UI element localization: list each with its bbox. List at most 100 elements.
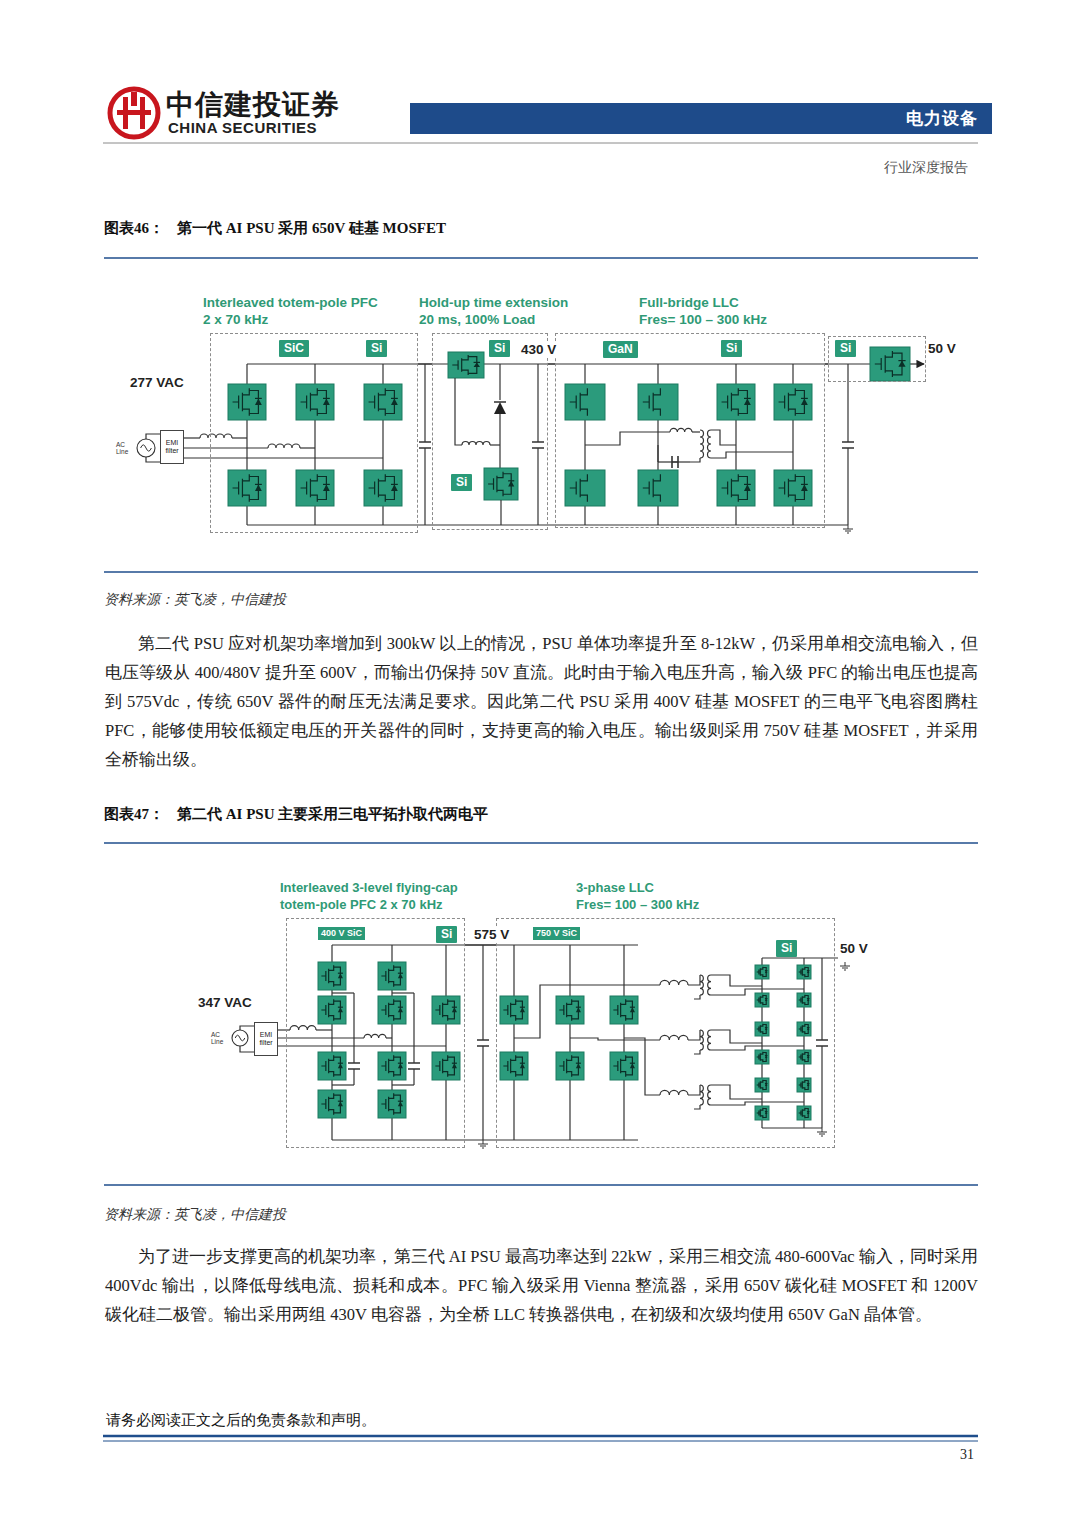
transistor-body (318, 962, 346, 990)
transistor-mark (799, 1080, 809, 1091)
transistor-body (797, 965, 811, 979)
wire (413, 993, 414, 1063)
wire (513, 1080, 514, 1140)
transistor-symbol (378, 996, 406, 1024)
transistor-mark (381, 999, 400, 1020)
transistor-symbol (556, 996, 584, 1024)
bus-connector (465, 944, 496, 945)
wire (391, 945, 392, 962)
stage-heading: Interleaved 3-level flying-captotem-pole… (280, 880, 458, 914)
transistor-symbol (565, 470, 605, 506)
stage-heading: Interleaved totem-pole PFC2 x 70 kHz (203, 294, 378, 329)
capacitor-symbol (348, 1063, 360, 1069)
transistor-symbol (755, 993, 769, 1007)
wire (500, 500, 501, 525)
wire (694, 1105, 700, 1109)
wire (623, 945, 624, 996)
transistor-body (228, 384, 266, 420)
inductor-symbol (364, 1034, 386, 1038)
transistor-symbol (797, 1022, 811, 1036)
node-text: Si (456, 475, 467, 490)
ground-symbol (817, 1128, 827, 1136)
transistor-body (318, 1052, 346, 1080)
wire (690, 458, 700, 462)
inductor-symbol (660, 1035, 688, 1040)
transistor-mark (613, 1055, 632, 1076)
source-label: AC Line (211, 1031, 229, 1045)
filter-box: EMI filter (160, 430, 184, 464)
capacitor-symbol (842, 442, 854, 448)
wire (584, 506, 585, 525)
capacitor-symbol (816, 1040, 828, 1046)
wire (382, 364, 383, 384)
transistor-symbol (797, 965, 811, 979)
transistor-mark (779, 474, 805, 501)
transformer-coil (700, 975, 703, 995)
wire (761, 958, 762, 1128)
transistor-body (318, 1090, 346, 1118)
inductor-symbol (268, 444, 300, 448)
wire (513, 945, 514, 996)
node-text: EMI filter (256, 1031, 276, 1046)
transistor-symbol (378, 962, 406, 990)
wire (657, 506, 658, 525)
stage-box: Hold-up time extension20 ms, 100% LoadSi… (432, 333, 548, 530)
transistor-mark (799, 1052, 809, 1063)
wire (246, 506, 247, 525)
wire (232, 437, 247, 438)
sine-mark (235, 1035, 245, 1041)
transistor-symbol (755, 965, 769, 979)
transformer-coil (700, 1030, 703, 1050)
transistor-symbol (378, 1052, 406, 1080)
wire (445, 1080, 446, 1140)
transistor-mark (321, 999, 340, 1020)
transistor-mark (452, 355, 476, 375)
transistor-body (378, 962, 406, 990)
wire (240, 1046, 254, 1052)
stage-heading: 3-phase LLCFres= 100 – 300 kHz (576, 880, 699, 914)
wire (353, 1069, 354, 1085)
transistor-body (797, 1050, 811, 1064)
figure-number: 图表47： (104, 805, 164, 824)
rule-line (104, 257, 978, 259)
wire (247, 363, 870, 364)
wire (570, 1038, 660, 1040)
transistor-mark (613, 999, 632, 1020)
transistor-mark (435, 999, 454, 1020)
transistor-body (378, 1090, 406, 1118)
material-tag: Si (451, 474, 472, 491)
wire (711, 452, 793, 458)
transistor-mark (570, 474, 588, 501)
wire (499, 414, 500, 468)
transistor-symbol (717, 470, 755, 506)
transistor-body (774, 470, 812, 506)
wire (276, 1037, 364, 1038)
transistor-body (228, 470, 266, 506)
transistor-body (484, 468, 518, 500)
wire (762, 1127, 822, 1128)
node-text: Si (840, 341, 851, 356)
transistor-symbol (318, 1052, 346, 1080)
wire (331, 1118, 332, 1140)
transistor-body (755, 993, 769, 1007)
wire (184, 457, 383, 458)
transistor-symbol (296, 384, 334, 420)
transistor-symbol (318, 996, 346, 1024)
transistor-symbol (378, 1090, 406, 1118)
wire (246, 420, 247, 470)
transistor-body (717, 470, 755, 506)
heading-text: 3-phase LLC (576, 880, 699, 897)
wire (314, 420, 315, 470)
node-text: 400 V SiC (321, 928, 362, 939)
wire (847, 448, 848, 525)
material-tag: Si (721, 340, 742, 357)
wire (445, 1024, 446, 1052)
stage-box: Full-bridge LLCFres= 100 – 300 kHzGaNSi (555, 333, 825, 528)
material-tag: Si (436, 926, 457, 943)
transistor-mark (799, 995, 809, 1006)
transistor-mark (321, 1093, 340, 1114)
transistor-body (378, 996, 406, 1024)
transistor-body (755, 1078, 769, 1092)
wire (569, 1080, 570, 1140)
